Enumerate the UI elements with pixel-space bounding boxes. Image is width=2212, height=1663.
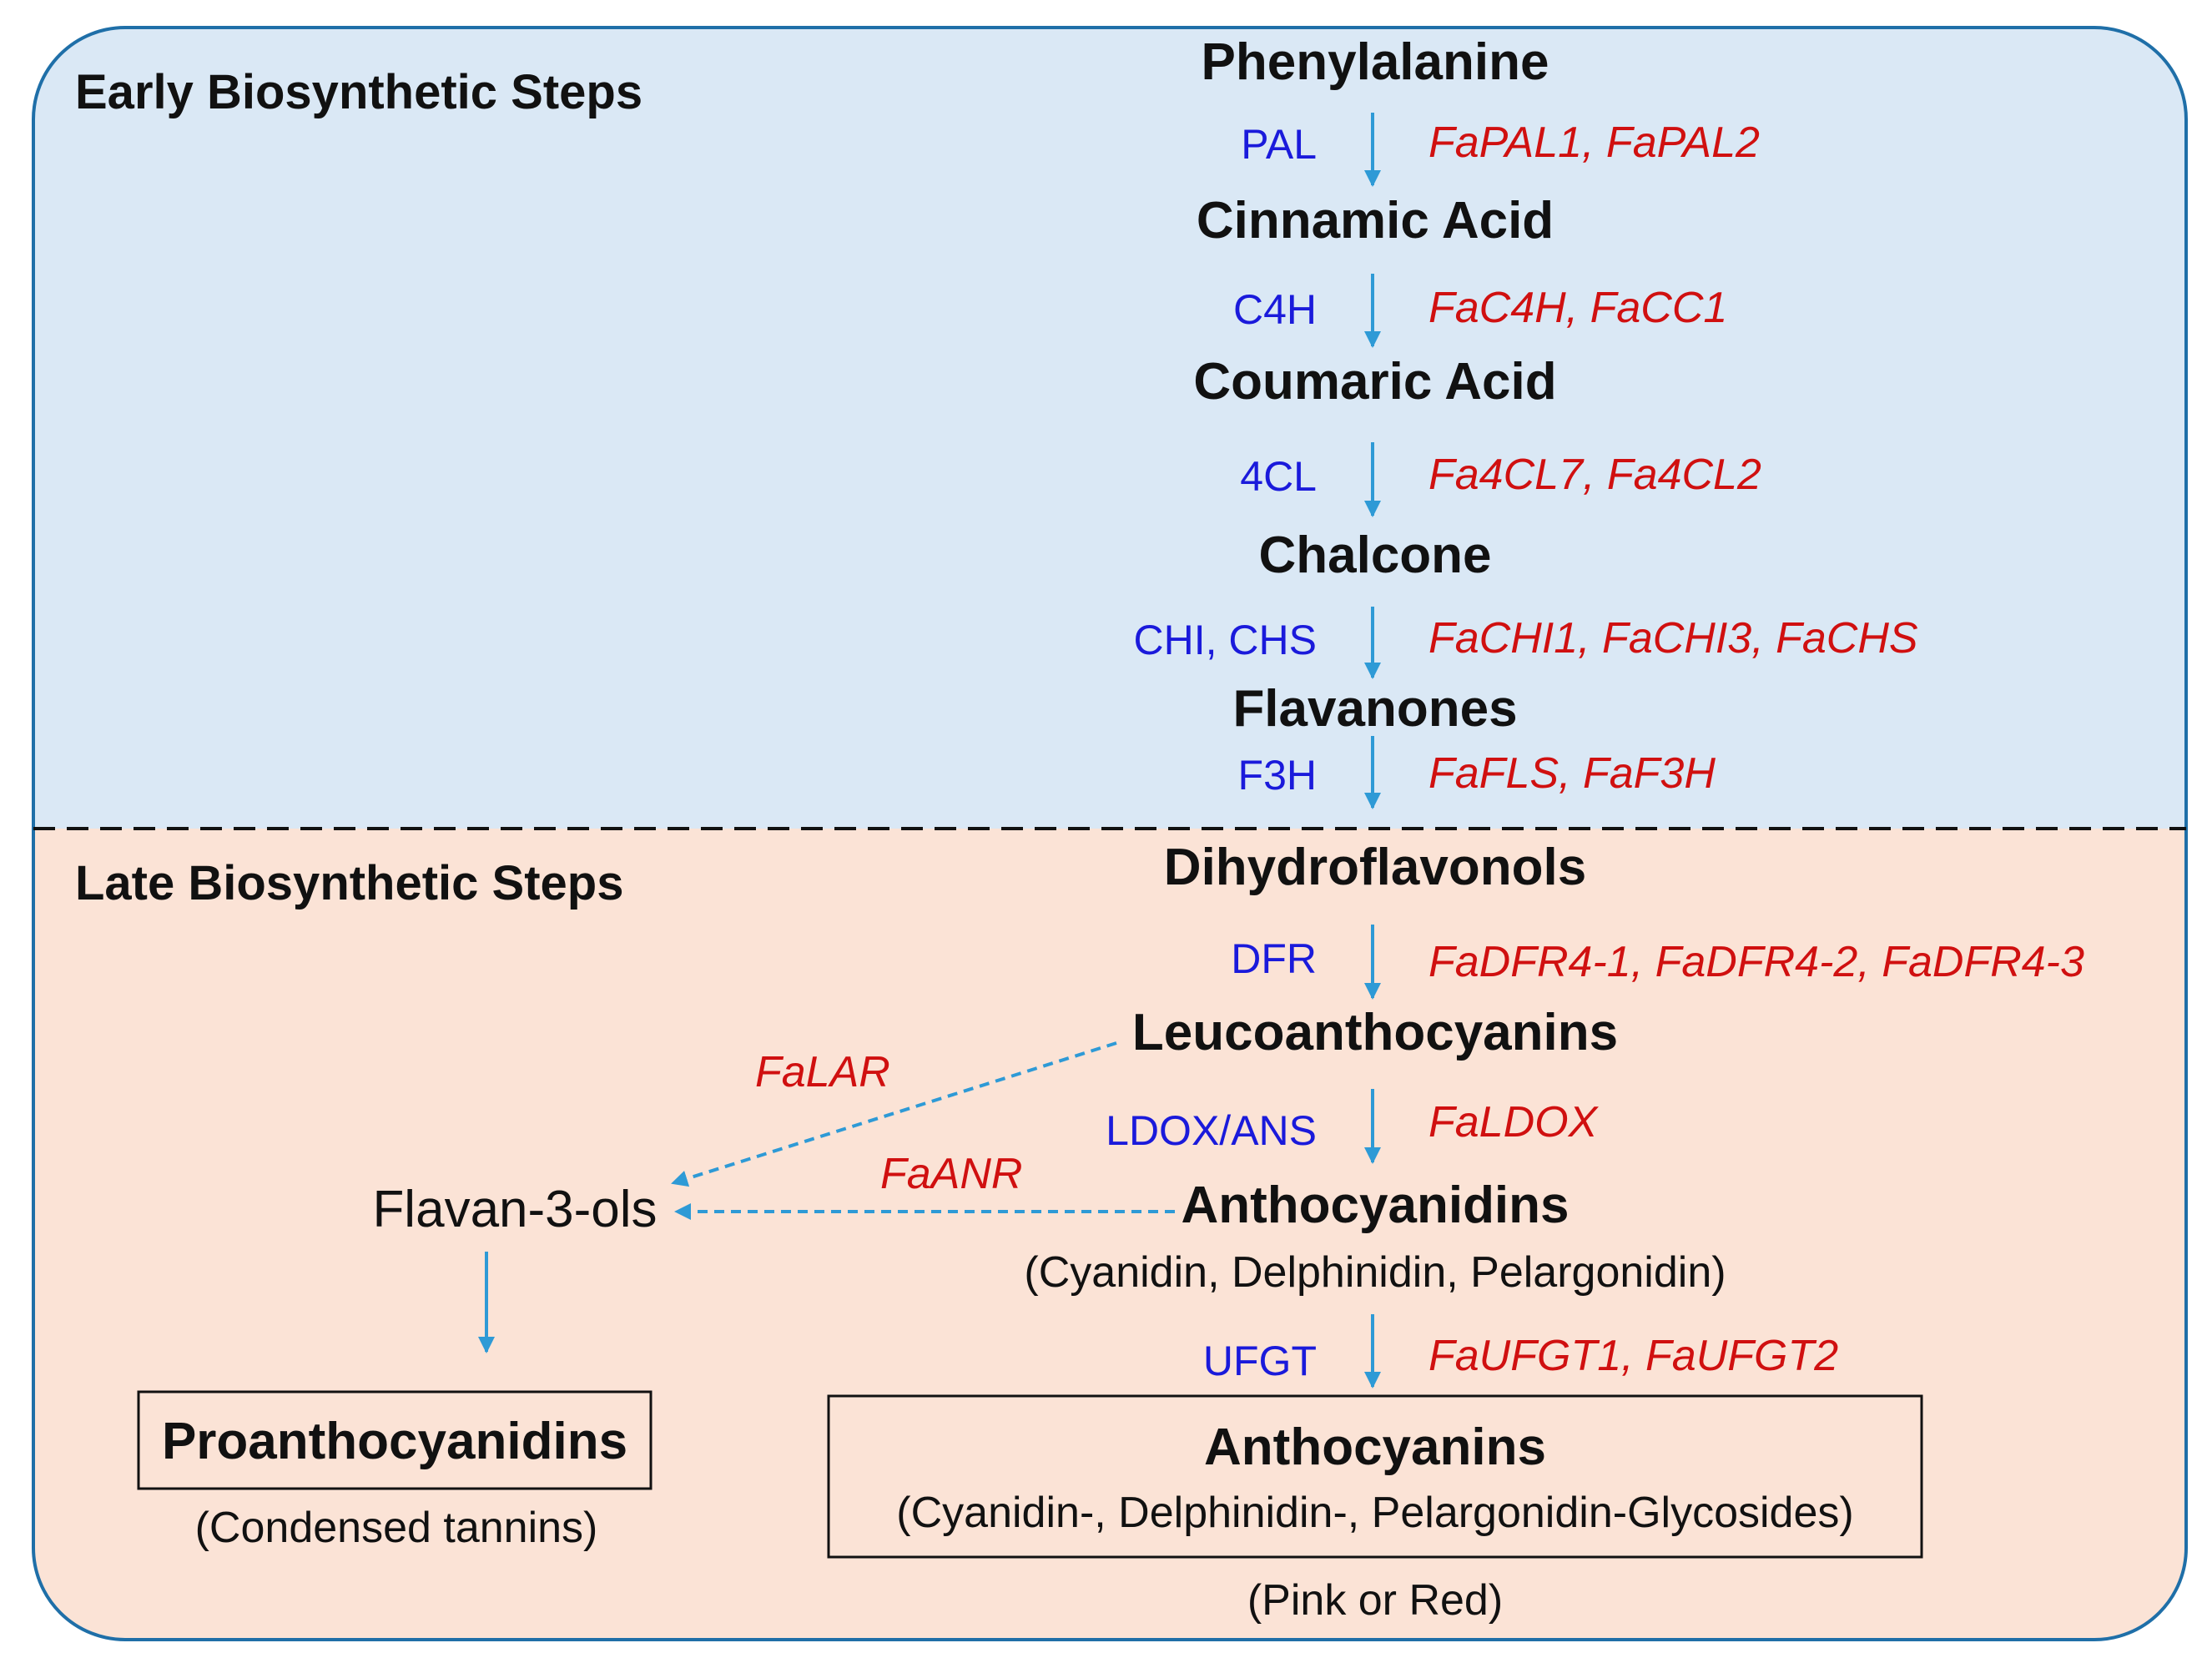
metabolite-cinnamic-acid: Cinnamic Acid xyxy=(1197,192,1554,249)
proanthocyanidins-note: (Condensed tannins) xyxy=(195,1504,598,1552)
metabolite-flavanones: Flavanones xyxy=(1232,680,1517,738)
late-steps-title: Late Biosynthetic Steps xyxy=(75,856,623,910)
genes-ufgt: FaUFGT1, FaUFGT2 xyxy=(1428,1332,1838,1380)
anthocyanidins-note: (Cyanidin, Delphinidin, Pelargonidin) xyxy=(1024,1248,1726,1297)
metabolite-coumaric-acid: Coumaric Acid xyxy=(1193,353,1556,411)
genes-f3h: FaFLS, FaF3H xyxy=(1428,749,1716,798)
metabolite-leucoanthocyanins: Leucoanthocyanins xyxy=(1132,1004,1618,1061)
early-steps-panel xyxy=(33,28,2186,829)
proanthocyanidins-box xyxy=(137,1390,653,1490)
metabolite-anthocyanidins: Anthocyanidins xyxy=(1181,1177,1569,1234)
arrow-falar-branch xyxy=(671,1041,1117,1187)
enzyme-dfr: DFR xyxy=(1231,935,1317,982)
early-steps-title: Early Biosynthetic Steps xyxy=(75,65,642,119)
anthocyanins-color-note: (Pink or Red) xyxy=(1247,1576,1503,1625)
metabolite-dihydroflavonols: Dihydroflavonols xyxy=(1164,839,1586,896)
gene-faanr: FaANR xyxy=(880,1150,1022,1198)
late-steps-panel xyxy=(33,829,2186,1640)
gene-falar: FaLAR xyxy=(755,1048,890,1096)
metabolite-chalcone: Chalcone xyxy=(1258,527,1491,584)
enzyme-c4h: C4H xyxy=(1233,286,1317,333)
anthocyanins-note: (Cyanidin-, Delphinidin-, Pelargonidin-G… xyxy=(896,1489,1853,1537)
enzyme-4cl: 4CL xyxy=(1240,453,1317,500)
anthocyanins-box xyxy=(827,1394,1923,1559)
product-proanthocyanidins: Proanthocyanidins xyxy=(162,1413,627,1470)
enzyme-chi-chs: CHI, CHS xyxy=(1134,617,1317,663)
genes-chi-chs: FaCHI1, FaCHI3, FaCHS xyxy=(1428,614,1918,663)
product-anthocyanins: Anthocyanins xyxy=(1204,1419,1546,1476)
enzyme-ldox-ans: LDOX/ANS xyxy=(1106,1107,1317,1154)
enzyme-f3h: F3H xyxy=(1238,752,1317,799)
enzyme-pal: PAL xyxy=(1241,121,1317,168)
metabolite-phenylalanine: Phenylalanine xyxy=(1202,33,1549,91)
genes-pal: FaPAL1, FaPAL2 xyxy=(1428,118,1760,167)
genes-c4h: FaC4H, FaCC1 xyxy=(1428,284,1727,332)
enzyme-ufgt: UFGT xyxy=(1203,1338,1317,1384)
genes-ldox: FaLDOX xyxy=(1428,1098,1600,1146)
genes-4cl: Fa4CL7, Fa4CL2 xyxy=(1428,451,1761,499)
metabolite-flavan-3-ols: Flavan-3-ols xyxy=(372,1181,657,1238)
outer-border xyxy=(32,26,2188,1641)
genes-dfr: FaDFR4-1, FaDFR4-2, FaDFR4-3 xyxy=(1428,938,2084,986)
